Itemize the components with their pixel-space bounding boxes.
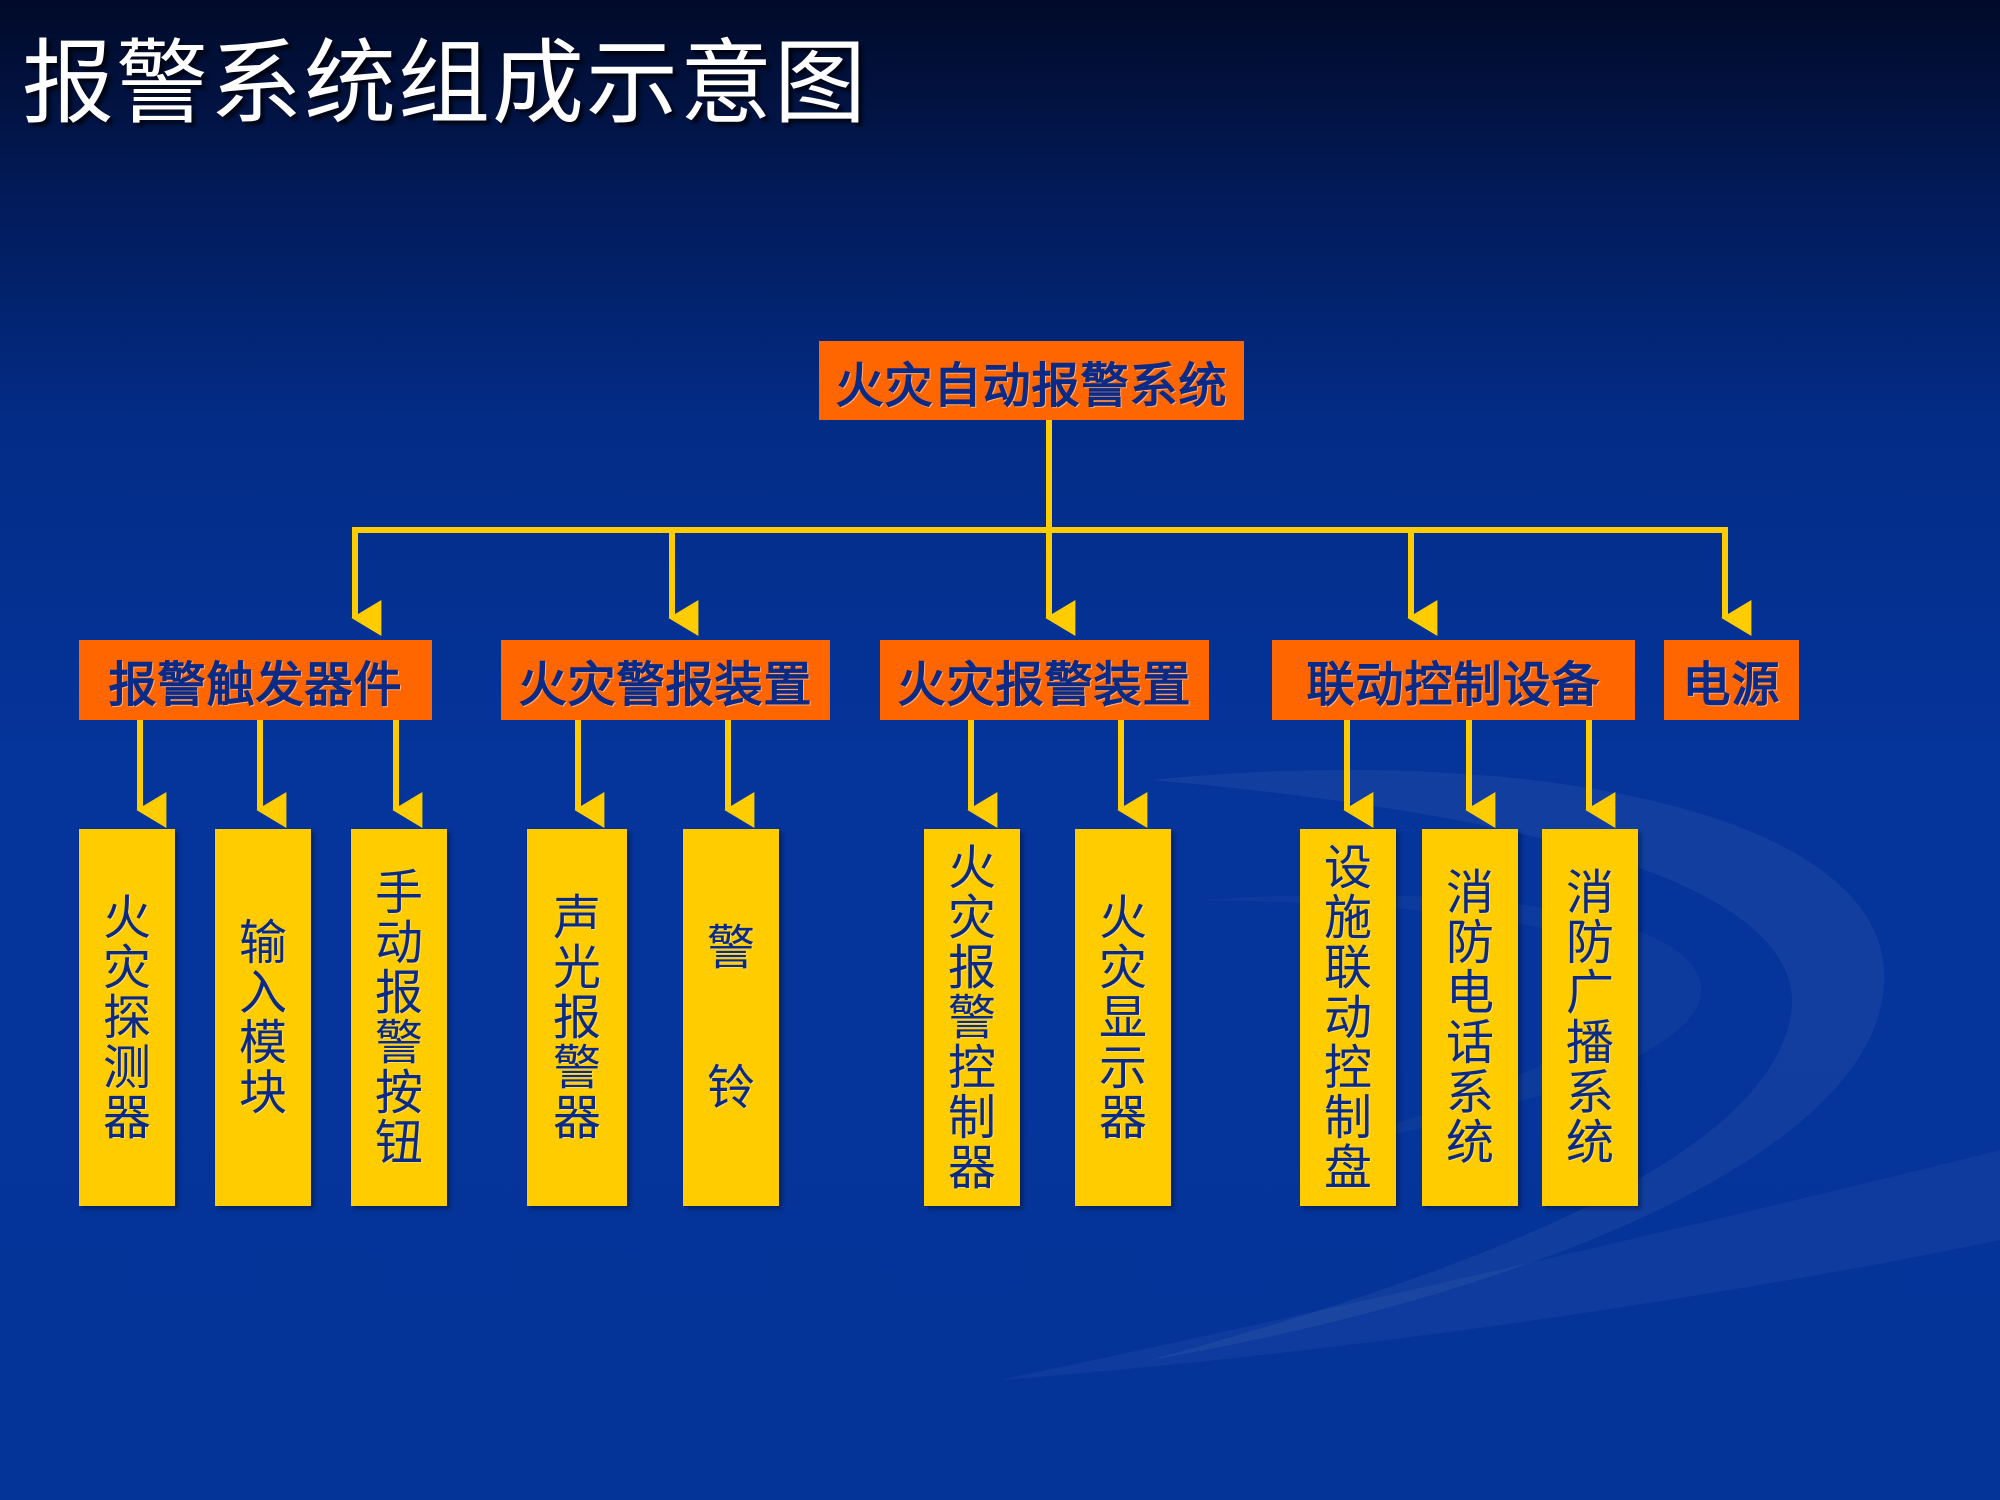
- category-label: 火灾警报装置: [518, 657, 813, 713]
- category-node-power-supply: 电源: [1664, 640, 1799, 720]
- leaf-label: 火灾显示器: [1098, 889, 1147, 1146]
- root-node-label: 火灾自动报警系统: [835, 357, 1228, 414]
- category-node-fire-alarm-equipment: 火灾报警装置: [880, 640, 1209, 720]
- leaf-label: 火灾报警控制器: [947, 839, 996, 1196]
- leaf-node-fire-detector: 火灾探测器: [79, 829, 175, 1206]
- category-node-trigger-devices: 报警触发器件: [79, 640, 432, 720]
- category-label: 电源: [1682, 657, 1781, 713]
- category-label: 报警触发器件: [108, 657, 403, 713]
- leaf-node-linkage-control-panel: 设施联动控制盘: [1300, 829, 1396, 1206]
- leaf-node-manual-alarm-button: 手动报警按钮: [351, 829, 447, 1206]
- leaf-node-fire-display: 火灾显示器: [1075, 829, 1171, 1206]
- category-node-fire-alarm-devices: 火灾警报装置: [501, 640, 830, 720]
- leaf-label: 输入模块: [238, 914, 287, 1121]
- leaf-label: 消防电话系统: [1445, 864, 1494, 1171]
- leaf-node-sound-light-alarm: 声光报警器: [527, 829, 627, 1206]
- leaf-node-fire-telephone-system: 消防电话系统: [1422, 829, 1518, 1206]
- root-node: 火灾自动报警系统: [819, 341, 1244, 420]
- category-label: 火灾报警装置: [897, 657, 1192, 713]
- slide-title: 报警系统组成示意图: [22, 30, 869, 137]
- leaf-label: 声光报警器: [552, 889, 601, 1146]
- leaf-node-fire-broadcast-system: 消防广播系统: [1542, 829, 1638, 1206]
- leaf-label: 火灾探测器: [102, 889, 151, 1146]
- leaf-label: 手动报警按钮: [374, 864, 423, 1171]
- category-label: 联动控制设备: [1306, 657, 1601, 713]
- category-node-linkage-control: 联动控制设备: [1272, 640, 1635, 720]
- leaf-node-fire-alarm-controller: 火灾报警控制器: [924, 829, 1020, 1206]
- leaf-node-alarm-bell: 警铃: [683, 829, 779, 1206]
- leaf-label: 警铃: [706, 919, 755, 1116]
- leaf-label: 设施联动控制盘: [1323, 839, 1372, 1196]
- leaf-label: 消防广播系统: [1565, 864, 1614, 1171]
- leaf-node-input-module: 输入模块: [215, 829, 311, 1206]
